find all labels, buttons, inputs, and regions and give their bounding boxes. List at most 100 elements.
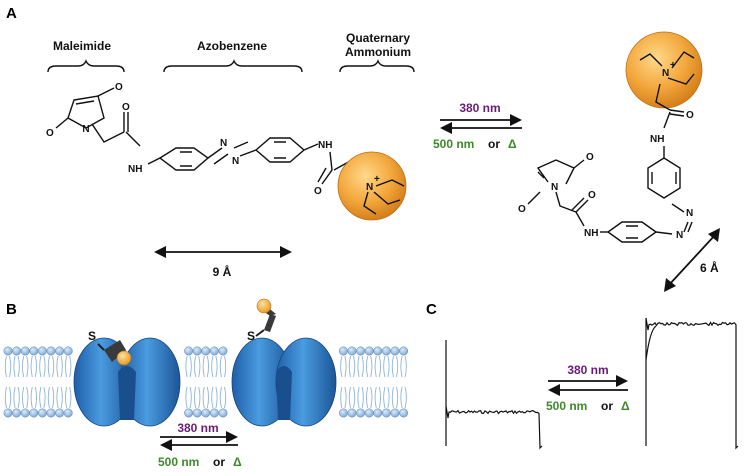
reverse-or-b: or	[213, 455, 225, 469]
quaternary-label-line1: Quaternary	[346, 31, 410, 45]
lipid-head	[192, 408, 202, 418]
lipid-tail	[348, 386, 356, 409]
panel-label-a: A	[6, 5, 17, 22]
lipid-tail	[211, 386, 218, 409]
distance-trans: 9 Å	[213, 264, 232, 279]
reverse-wavelength-b: 500 nm	[158, 455, 199, 469]
forward-wavelength-c: 380 nm	[567, 363, 608, 377]
ion-channel-open: S	[231, 298, 337, 427]
lipid-tail	[391, 355, 399, 378]
lipid-tail	[194, 355, 201, 378]
lipid-head	[381, 408, 391, 418]
amide-nh: NH	[128, 164, 142, 175]
current-trace-380nm	[645, 317, 739, 450]
distance-arrow-trans	[154, 246, 292, 258]
lipid-head	[338, 346, 348, 356]
oxygen-atom: O	[518, 204, 526, 215]
lipid-head	[373, 346, 383, 356]
lipid-tail	[357, 386, 364, 409]
lipid-head	[192, 346, 202, 356]
lipid-head	[201, 408, 211, 418]
thiol-sulfur: S	[88, 329, 96, 343]
lipid-tail	[366, 386, 373, 409]
panel-label-c: C	[426, 301, 437, 318]
lipid-head	[399, 408, 409, 418]
lipid-tail	[400, 386, 407, 409]
photoswitch-arrows-b	[160, 431, 238, 451]
lipid-tail	[22, 355, 29, 378]
oxygen-atom: O	[122, 102, 130, 113]
ammonium-released	[256, 298, 272, 314]
lipid-head	[364, 408, 374, 418]
lipid-head	[356, 408, 366, 418]
lipid-head	[29, 408, 39, 418]
ammonium-brace	[339, 59, 415, 73]
lipid-head	[356, 346, 366, 356]
lipid-head	[347, 408, 357, 418]
oxygen-atom: O	[115, 82, 123, 93]
reverse-delta-c: Δ	[621, 399, 630, 413]
azo-nitrogen: N	[232, 156, 239, 167]
lipid-head	[364, 346, 374, 356]
lipid-tail	[47, 386, 55, 409]
lipid-tail	[340, 355, 347, 378]
ammonium-nitrogen: N	[662, 68, 669, 79]
lipid-head	[209, 346, 219, 356]
lipid-head	[338, 408, 348, 418]
amide-nh: NH	[650, 134, 664, 145]
lipid-tail	[374, 386, 381, 409]
cis-molecule: N + O NH N N NH O N O O	[518, 31, 703, 243]
photoswitch-arrows-c	[548, 375, 628, 396]
azobenzene-label: Azobenzene	[197, 39, 267, 53]
lipid-head	[55, 408, 65, 418]
lipid-head	[201, 346, 211, 356]
oxygen-atom: O	[588, 190, 596, 201]
lipid-tail	[348, 355, 356, 378]
azobenzene-brace	[163, 59, 303, 73]
lipid-head	[46, 408, 56, 418]
oxygen-atom: O	[46, 128, 54, 139]
reverse-delta-a: Δ	[508, 137, 517, 151]
thiol-sulfur: S	[247, 329, 255, 343]
forward-wavelength-b: 380 nm	[177, 421, 218, 435]
oxygen-atom: O	[314, 186, 322, 197]
lipid-head	[20, 346, 30, 356]
lipid-tail	[39, 386, 46, 409]
lipid-tail	[30, 355, 37, 378]
forward-wavelength-a: 380 nm	[459, 101, 500, 115]
azo-nitrogen: N	[686, 208, 693, 219]
lipid-head	[55, 346, 65, 356]
lipid-tail	[30, 386, 37, 409]
lipid-tail	[13, 386, 20, 409]
lipid-tail	[185, 355, 192, 378]
reverse-or-a: or	[488, 137, 500, 151]
lipid-head	[184, 346, 194, 356]
lipid-head	[12, 346, 22, 356]
oxygen-atom: O	[586, 152, 594, 163]
lipid-head	[46, 346, 56, 356]
lipid-head	[3, 346, 13, 356]
lipid-tail	[65, 386, 72, 409]
trans-molecule: O O N O NH N N NH O N +	[46, 82, 407, 221]
lipid-head	[12, 408, 22, 418]
positive-charge: +	[374, 174, 380, 185]
lipid-tail	[383, 386, 390, 409]
reverse-wavelength-c: 500 nm	[546, 399, 587, 413]
lipid-tail	[219, 355, 227, 378]
lipid-tail	[56, 355, 63, 378]
lipid-head	[381, 346, 391, 356]
lipid-head	[37, 408, 47, 418]
nitrogen-atom: N	[82, 124, 89, 135]
reverse-or-c: or	[601, 399, 613, 413]
photoswitch-arrows-a	[440, 114, 522, 134]
maleimide-label: Maleimide	[53, 39, 111, 53]
lipid-tail	[39, 355, 46, 378]
lipid-tail	[383, 355, 390, 378]
positive-charge: +	[670, 60, 676, 71]
lipid-bilayer	[3, 346, 409, 418]
lipid-tail	[47, 355, 55, 378]
lipid-head	[218, 346, 228, 356]
lipid-head	[218, 408, 228, 418]
lipid-tail	[4, 386, 12, 409]
